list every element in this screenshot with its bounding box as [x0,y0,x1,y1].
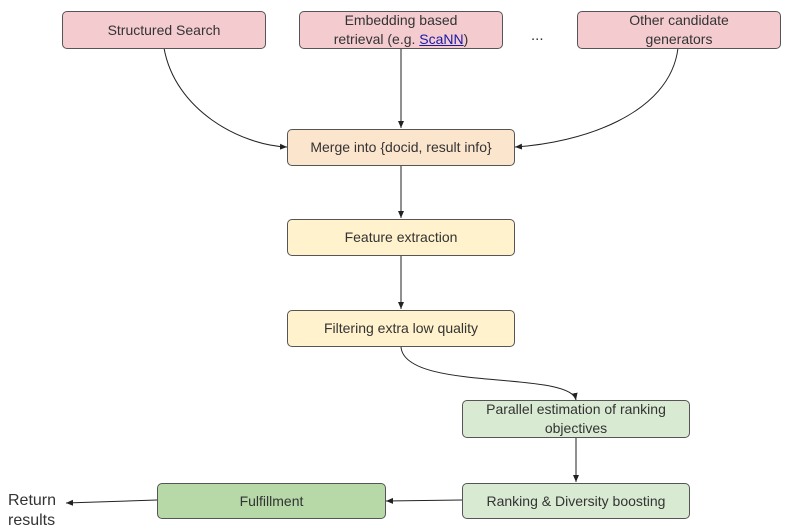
feature-extraction-node: Feature extraction [287,219,515,256]
return-results-line1: Return [8,492,57,509]
edge-structured-to-merge [163,47,288,150]
other-generators-node: Other candidate generators [577,11,781,49]
parallel-estimation-node: Parallel estimation of ranking objective… [462,400,690,438]
ranking-label: Ranking & Diversity boosting [486,492,666,509]
edge-other-to-merge [514,47,679,150]
ellipsis-text: ... [531,27,544,44]
fulfillment-label: Fulfillment [239,492,304,509]
filtering-label: Filtering extra low quality [323,320,479,336]
fulfillment-node: Fulfillment [157,483,386,519]
embedding-retrieval-line1: Embedding based [344,12,458,28]
other-generators-label: Other candidate generators [629,11,729,49]
embedding-retrieval-line2-prefix: retrieval (e.g. [333,31,420,47]
merge-node: Merge into {docid, result info} [287,129,515,166]
edge-filtering-to-parallel [400,346,578,401]
parallel-estimation-line1: Parallel estimation of ranking [486,401,666,417]
other-generators-line2: generators [645,31,713,47]
scann-link[interactable]: ScaNN [419,31,464,47]
embedding-retrieval-node: Embedding based retrieval (e.g. ScaNN) [299,11,503,49]
feature-extraction-label: Feature extraction [344,229,458,245]
structured-search-node: Structured Search [62,11,266,49]
other-generators-line1: Other candidate [629,12,729,28]
edge-ranking-to-fulfillment [385,497,463,504]
ranking-node: Ranking & Diversity boosting [462,483,690,519]
edge-fulfillment-to-return [65,499,158,506]
merge-label: Merge into {docid, result info} [310,139,492,155]
return-results-line2: results [8,512,56,529]
parallel-estimation-line2: objectives [544,420,608,436]
embedding-retrieval-line2-suffix: ) [463,31,469,47]
embedding-retrieval-label: Embedding based retrieval (e.g. ScaNN) [334,11,469,49]
structured-search-label: Structured Search [107,21,221,38]
return-results-text: Return results [8,491,56,531]
filtering-node: Filtering extra low quality [287,310,515,347]
parallel-estimation-label: Parallel estimation of ranking objective… [486,400,666,438]
